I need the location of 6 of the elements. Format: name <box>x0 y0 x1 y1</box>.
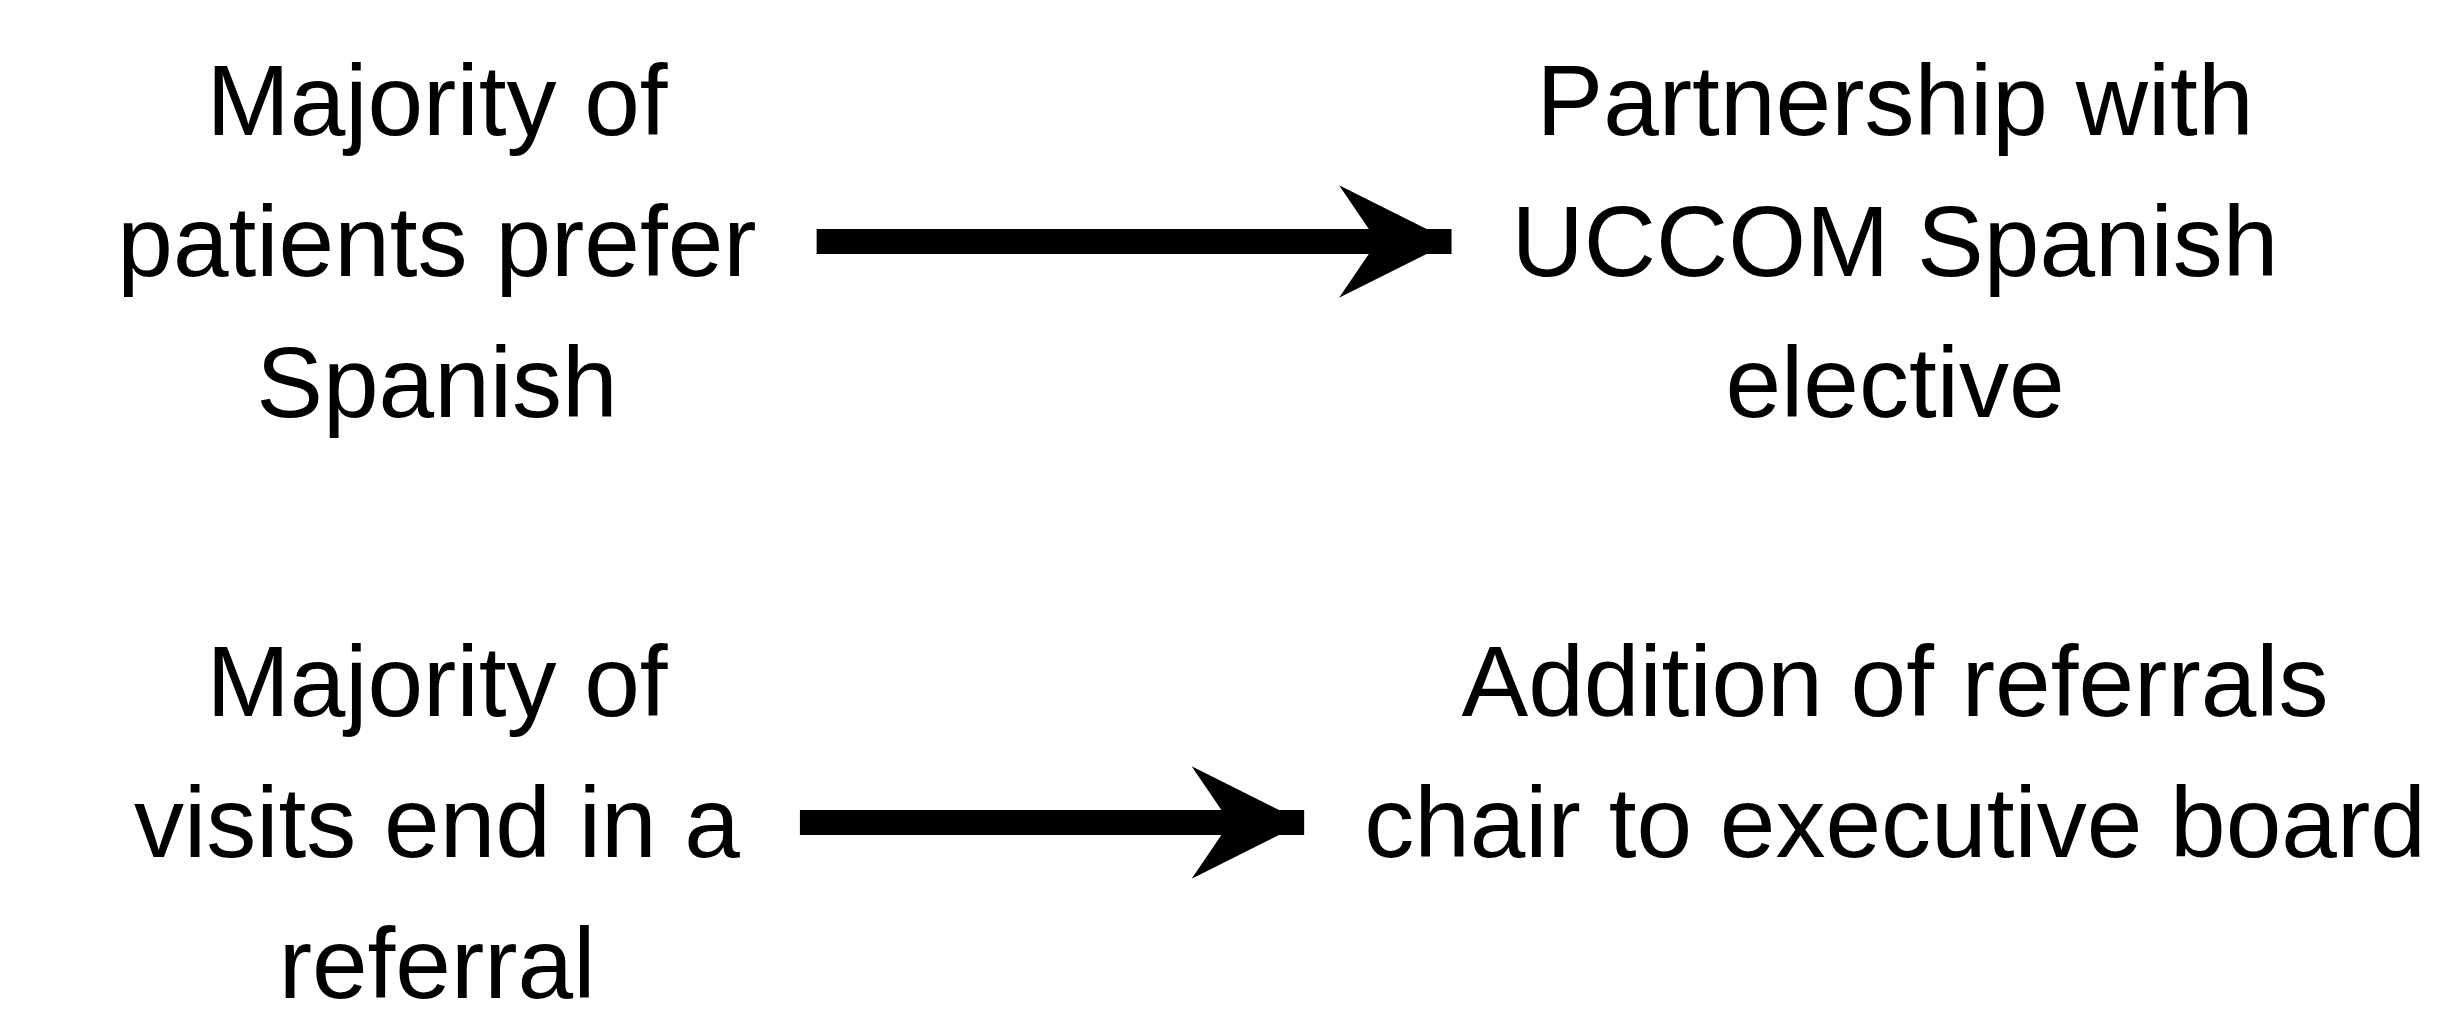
node-text: Addition of referrals chair to executive board <box>1364 625 2426 878</box>
node-text: Majority of visits end in a referral <box>134 625 740 1019</box>
arrow <box>799 766 1305 879</box>
node-text: Partnership with UCCOM Spanish elective <box>1511 44 2279 438</box>
arrow <box>816 185 1452 298</box>
node-text: Majority of patients prefer Spanish <box>117 44 757 438</box>
